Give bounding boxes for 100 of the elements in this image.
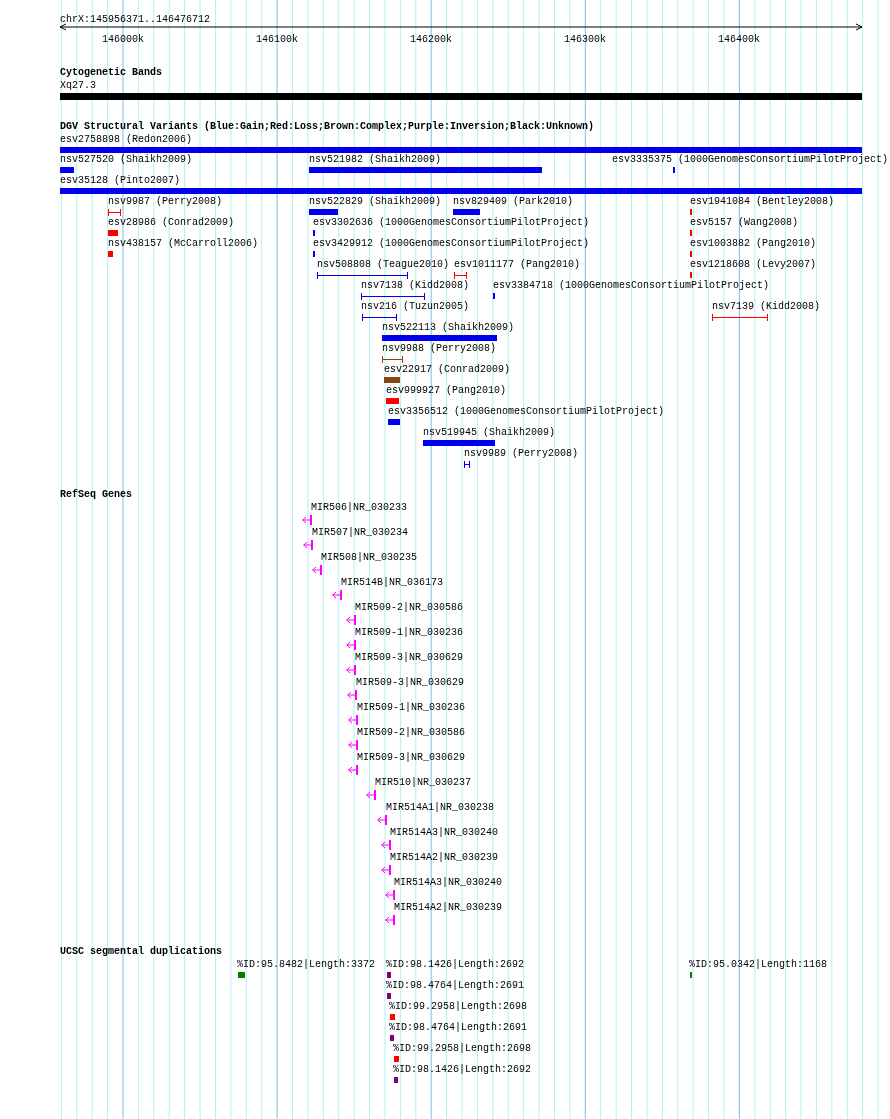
feature-label: nsv522829 (Shaikh2009) (309, 197, 442, 207)
gene-label: MIR514B|NR_036173 (341, 578, 444, 588)
feature-label: nsv829409 (Park2010) (453, 197, 574, 207)
feature-bar (423, 440, 495, 446)
gene-marker (381, 865, 391, 875)
variant-interval (361, 293, 425, 300)
feature-bar (384, 377, 400, 383)
variant-interval (108, 209, 121, 216)
feature-label: esv2758898 (Redon2006) (60, 135, 193, 145)
variant-interval (712, 314, 768, 321)
feature-bar (386, 398, 399, 404)
band-label: Xq27.3 (60, 81, 96, 91)
feature-label: esv3356512 (1000GenomesConsortiumPilotProject) (388, 407, 665, 417)
variant-interval (454, 272, 467, 279)
gene-label: MIR507|NR_030234 (312, 528, 408, 538)
feature-label: %ID:98.4764|Length:2691 (389, 1023, 528, 1033)
variant-interval (317, 272, 408, 279)
gene-marker (381, 840, 391, 850)
track-heading: RefSeq Genes (60, 490, 132, 500)
feature-label: %ID:98.4764|Length:2691 (386, 981, 525, 991)
gene-label: MIR509-1|NR_030236 (355, 628, 464, 638)
gene-marker (312, 565, 322, 575)
feature-bar (387, 972, 391, 978)
feature-bar (394, 1077, 398, 1083)
feature-label: esv28986 (Conrad2009) (108, 218, 235, 228)
gene-marker (346, 665, 356, 675)
gene-marker (303, 540, 313, 550)
variant-interval (362, 314, 397, 321)
gene-label: MIR508|NR_030235 (321, 553, 417, 563)
gene-marker (348, 715, 358, 725)
gene-marker (332, 590, 342, 600)
gene-label: MIR509-2|NR_030586 (357, 728, 466, 738)
gene-label: MIR514A1|NR_030238 (386, 803, 495, 813)
tick-label: 146200k (410, 35, 452, 45)
gene-marker (366, 790, 376, 800)
feature-label: nsv508808 (Teague2010) (317, 260, 450, 270)
feature-label: nsv9987 (Perry2008) (108, 197, 223, 207)
chromosome-band (60, 93, 862, 100)
gene-label: MIR509-1|NR_030236 (357, 703, 466, 713)
gene-label: MIR509-3|NR_030629 (356, 678, 465, 688)
variant-interval (464, 461, 470, 468)
feature-label: esv3335375 (1000GenomesConsortiumPilotProject) (612, 155, 889, 165)
gene-label: MIR514A3|NR_030240 (394, 878, 503, 888)
feature-label: esv5157 (Wang2008) (690, 218, 799, 228)
gene-label: MIR509-2|NR_030586 (355, 603, 464, 613)
gene-marker (302, 515, 312, 525)
feature-label: %ID:95.8482|Length:3372 (237, 960, 376, 970)
gene-label: MIR509-3|NR_030629 (355, 653, 464, 663)
feature-bar (453, 209, 480, 215)
feature-bar (382, 335, 497, 341)
feature-label: esv1011177 (Pang2010) (454, 260, 581, 270)
feature-bar (108, 230, 118, 236)
tick-label: 146100k (256, 35, 298, 45)
feature-bar (60, 147, 862, 153)
feature-label: %ID:98.1426|Length:2692 (393, 1065, 532, 1075)
feature-bar (390, 1014, 395, 1020)
track-heading: UCSC segmental duplications (60, 947, 223, 957)
gene-marker (348, 740, 358, 750)
feature-bar (238, 972, 245, 978)
gene-marker (385, 915, 395, 925)
feature-label: nsv527520 (Shaikh2009) (60, 155, 193, 165)
feature-bar (309, 167, 542, 173)
feature-label: nsv9989 (Perry2008) (464, 449, 579, 459)
variant-interval (382, 356, 403, 363)
feature-bar (60, 167, 74, 173)
feature-label: nsv521982 (Shaikh2009) (309, 155, 442, 165)
feature-label: %ID:95.0342|Length:1168 (689, 960, 828, 970)
gene-marker (385, 890, 395, 900)
feature-label: nsv7138 (Kidd2008) (361, 281, 470, 291)
feature-bar (309, 209, 338, 215)
gene-marker (346, 615, 356, 625)
feature-label: nsv438157 (McCarroll2006) (108, 239, 259, 249)
feature-label: nsv216 (Tuzun2005) (361, 302, 470, 312)
gene-label: MIR514A2|NR_030239 (394, 903, 503, 913)
feature-label: nsv519945 (Shaikh2009) (423, 428, 556, 438)
gene-label: MIR514A3|NR_030240 (390, 828, 499, 838)
feature-label: %ID:99.2958|Length:2698 (389, 1002, 528, 1012)
feature-label: esv3384718 (1000GenomesConsortiumPilotProject) (493, 281, 770, 291)
feature-label: esv999927 (Pang2010) (386, 386, 507, 396)
feature-label: esv3429912 (1000GenomesConsortiumPilotProject) (313, 239, 590, 249)
feature-label: esv1218608 (Levy2007) (690, 260, 817, 270)
feature-bar (388, 419, 400, 425)
feature-label: esv3302636 (1000GenomesConsortiumPilotProject) (313, 218, 590, 228)
feature-label: %ID:99.2958|Length:2698 (393, 1044, 532, 1054)
feature-bar (60, 188, 862, 194)
gene-marker (346, 640, 356, 650)
gene-marker (377, 815, 387, 825)
position-label: chrX:145956371..146476712 (60, 15, 211, 25)
tick-label: 146400k (718, 35, 760, 45)
feature-label: esv1941084 (Bentley2008) (690, 197, 835, 207)
feature-bar (390, 1035, 394, 1041)
gene-label: MIR514A2|NR_030239 (390, 853, 499, 863)
tick-label: 146300k (564, 35, 606, 45)
feature-label: esv35128 (Pinto2007) (60, 176, 181, 186)
gene-marker (347, 690, 357, 700)
gene-marker (348, 765, 358, 775)
gene-label: MIR509-3|NR_030629 (357, 753, 466, 763)
feature-label: nsv7139 (Kidd2008) (712, 302, 821, 312)
gene-label: MIR506|NR_030233 (311, 503, 407, 513)
track-heading: DGV Structural Variants (Blue:Gain;Red:Loss;Brown:Complex;Purple:Inversion;Black:Unknown) (60, 122, 595, 132)
